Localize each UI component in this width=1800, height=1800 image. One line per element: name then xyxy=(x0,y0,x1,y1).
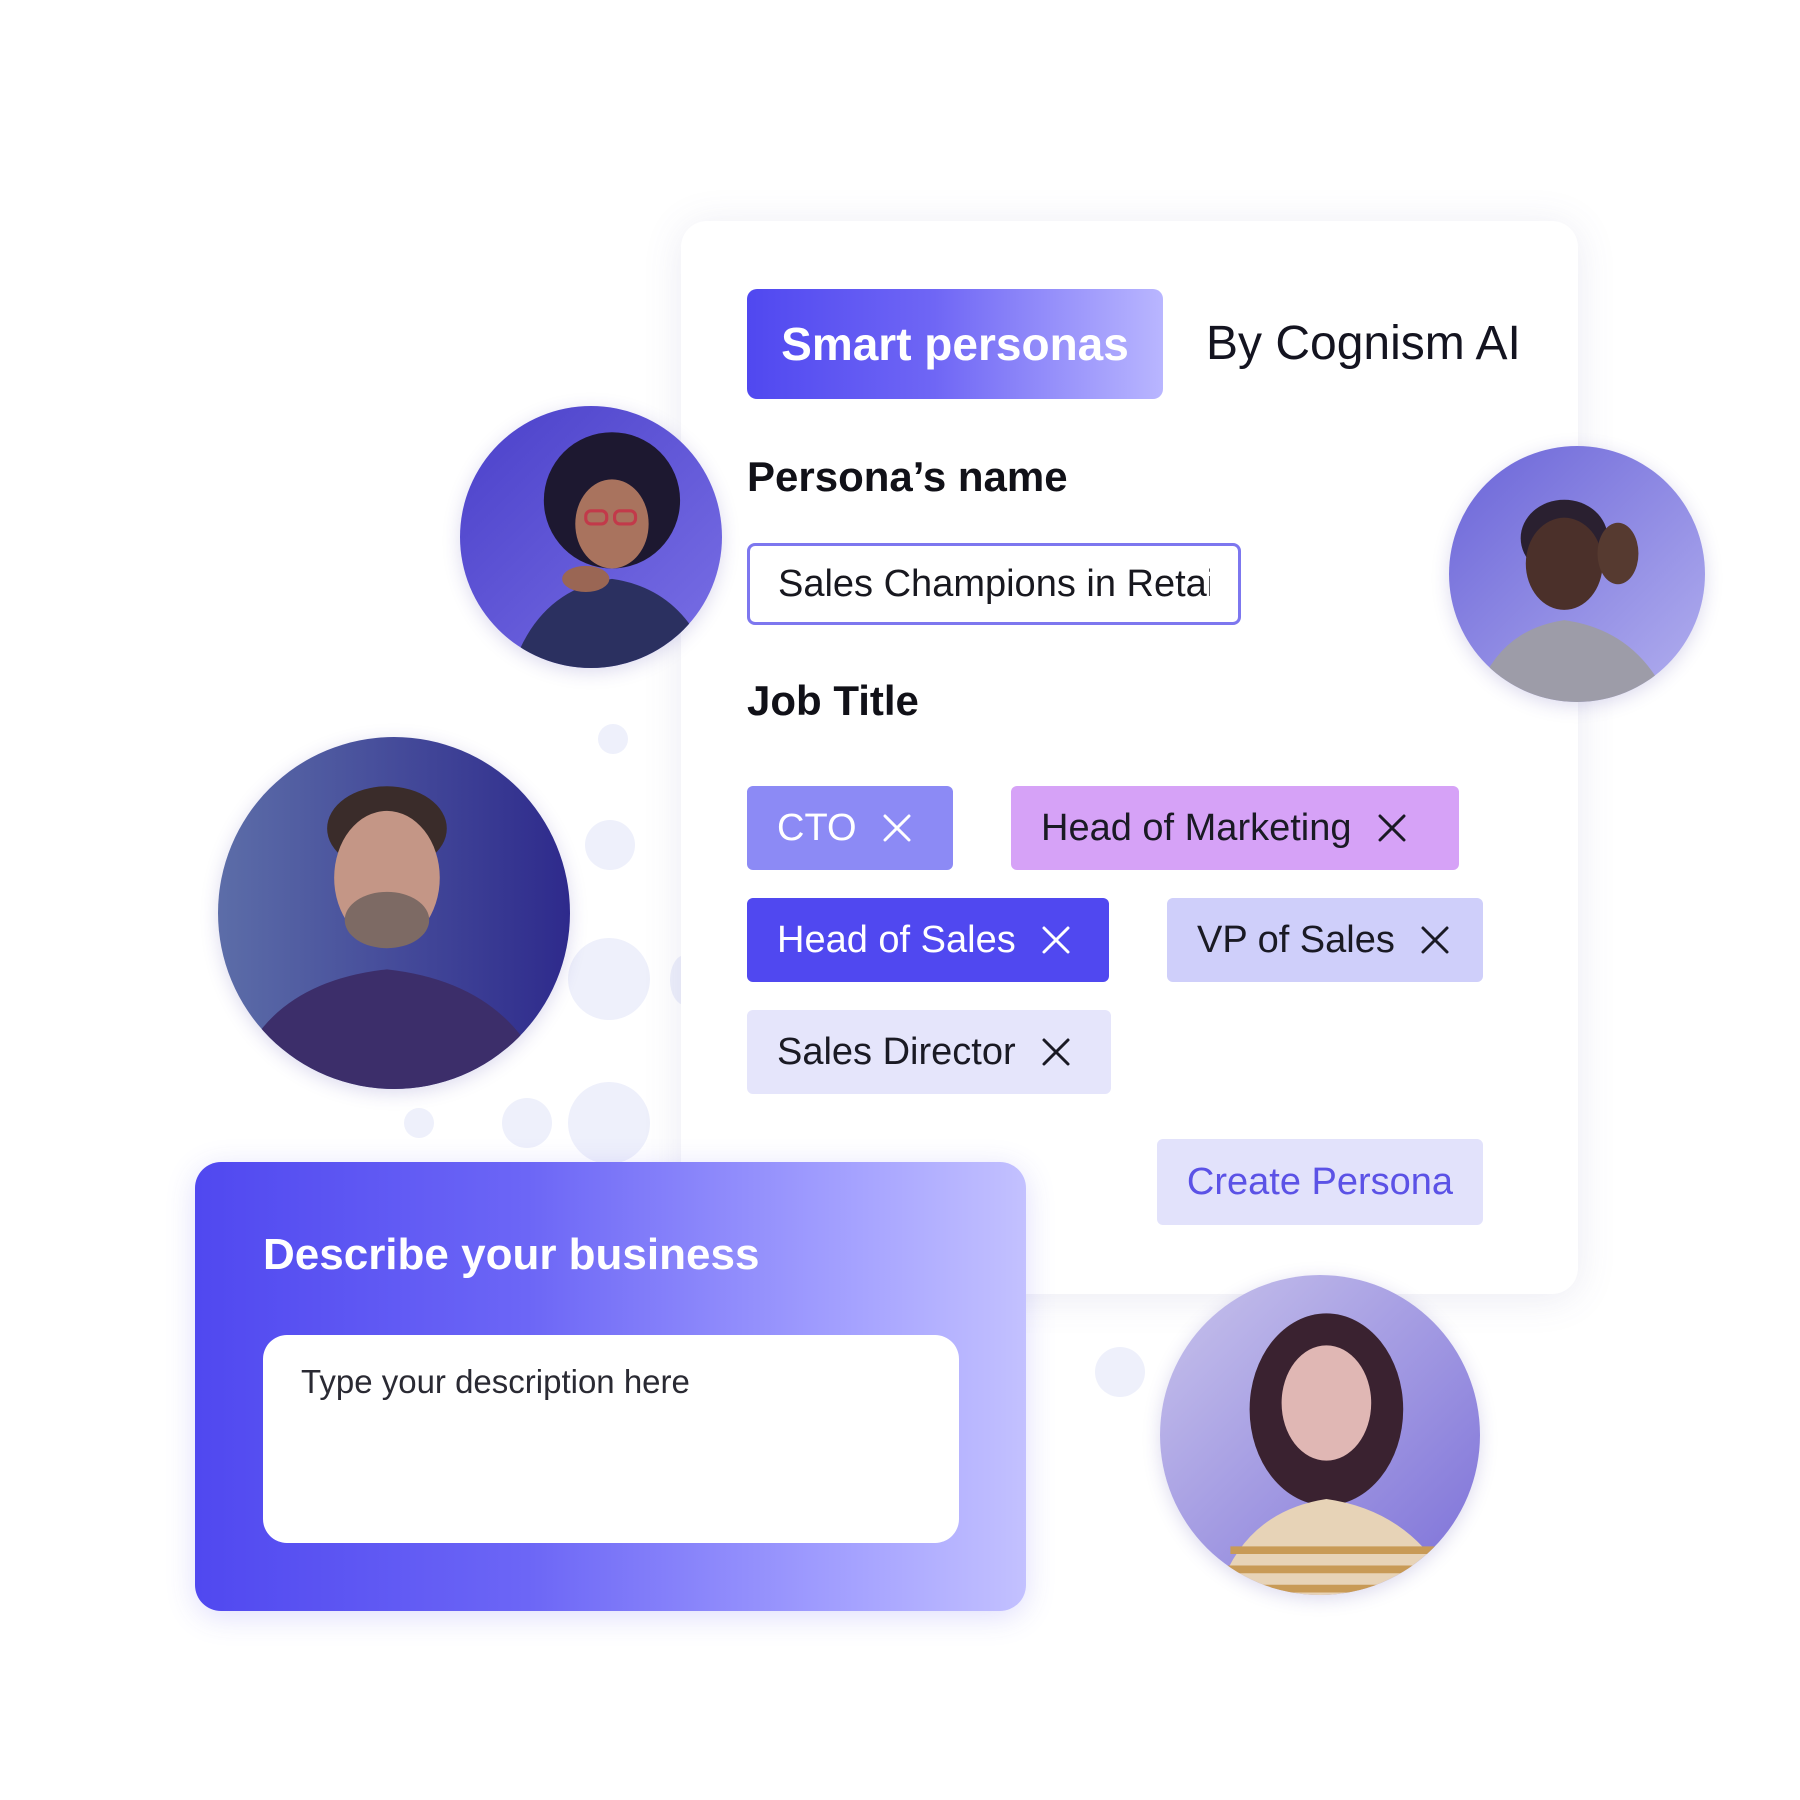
decor-dot xyxy=(568,1082,650,1164)
job-title-chip-vp-of-sales[interactable]: VP of Sales xyxy=(1167,898,1483,982)
job-title-chip-head-of-sales[interactable]: Head of Sales xyxy=(747,898,1109,982)
avatar-man-thinking xyxy=(1449,446,1705,702)
persona-card: Smart personas By Cognism AI Persona’s n… xyxy=(681,221,1578,1294)
chip-label: Sales Director xyxy=(777,1030,1016,1073)
chip-label: Head of Sales xyxy=(777,918,1016,961)
close-icon[interactable] xyxy=(1040,924,1072,956)
decor-dot xyxy=(404,1108,434,1138)
job-title-chip-sales-director[interactable]: Sales Director xyxy=(747,1010,1111,1094)
decor-dot xyxy=(585,820,635,870)
persona-name-label: Persona’s name xyxy=(747,453,1068,500)
avatar-woman-laptop xyxy=(1160,1275,1480,1595)
close-icon[interactable] xyxy=(1419,924,1451,956)
avatar-woman-glasses xyxy=(460,406,722,668)
smart-personas-badge: Smart personas xyxy=(747,289,1163,399)
decor-dot xyxy=(1095,1347,1145,1397)
close-icon[interactable] xyxy=(1040,1036,1072,1068)
describe-business-card: Describe your business xyxy=(195,1162,1026,1611)
decor-dot xyxy=(568,938,650,1020)
close-icon[interactable] xyxy=(881,812,913,844)
chip-label: CTO xyxy=(777,806,857,849)
job-title-chip-head-of-marketing[interactable]: Head of Marketing xyxy=(1011,786,1459,870)
by-cognism-label: By Cognism AI xyxy=(1206,317,1521,370)
chip-label: VP of Sales xyxy=(1197,918,1395,961)
create-persona-button[interactable]: Create Persona xyxy=(1157,1139,1483,1225)
avatar-man-beard xyxy=(218,737,570,1089)
decor-dot xyxy=(598,724,628,754)
job-title-label: Job Title xyxy=(747,677,919,724)
business-description-input[interactable] xyxy=(263,1335,959,1543)
describe-business-title: Describe your business xyxy=(263,1230,760,1279)
persona-name-input[interactable] xyxy=(747,543,1241,625)
chip-label: Head of Marketing xyxy=(1041,806,1352,849)
close-icon[interactable] xyxy=(1376,812,1408,844)
job-title-chip-cto[interactable]: CTO xyxy=(747,786,953,870)
decor-dot xyxy=(502,1098,552,1148)
